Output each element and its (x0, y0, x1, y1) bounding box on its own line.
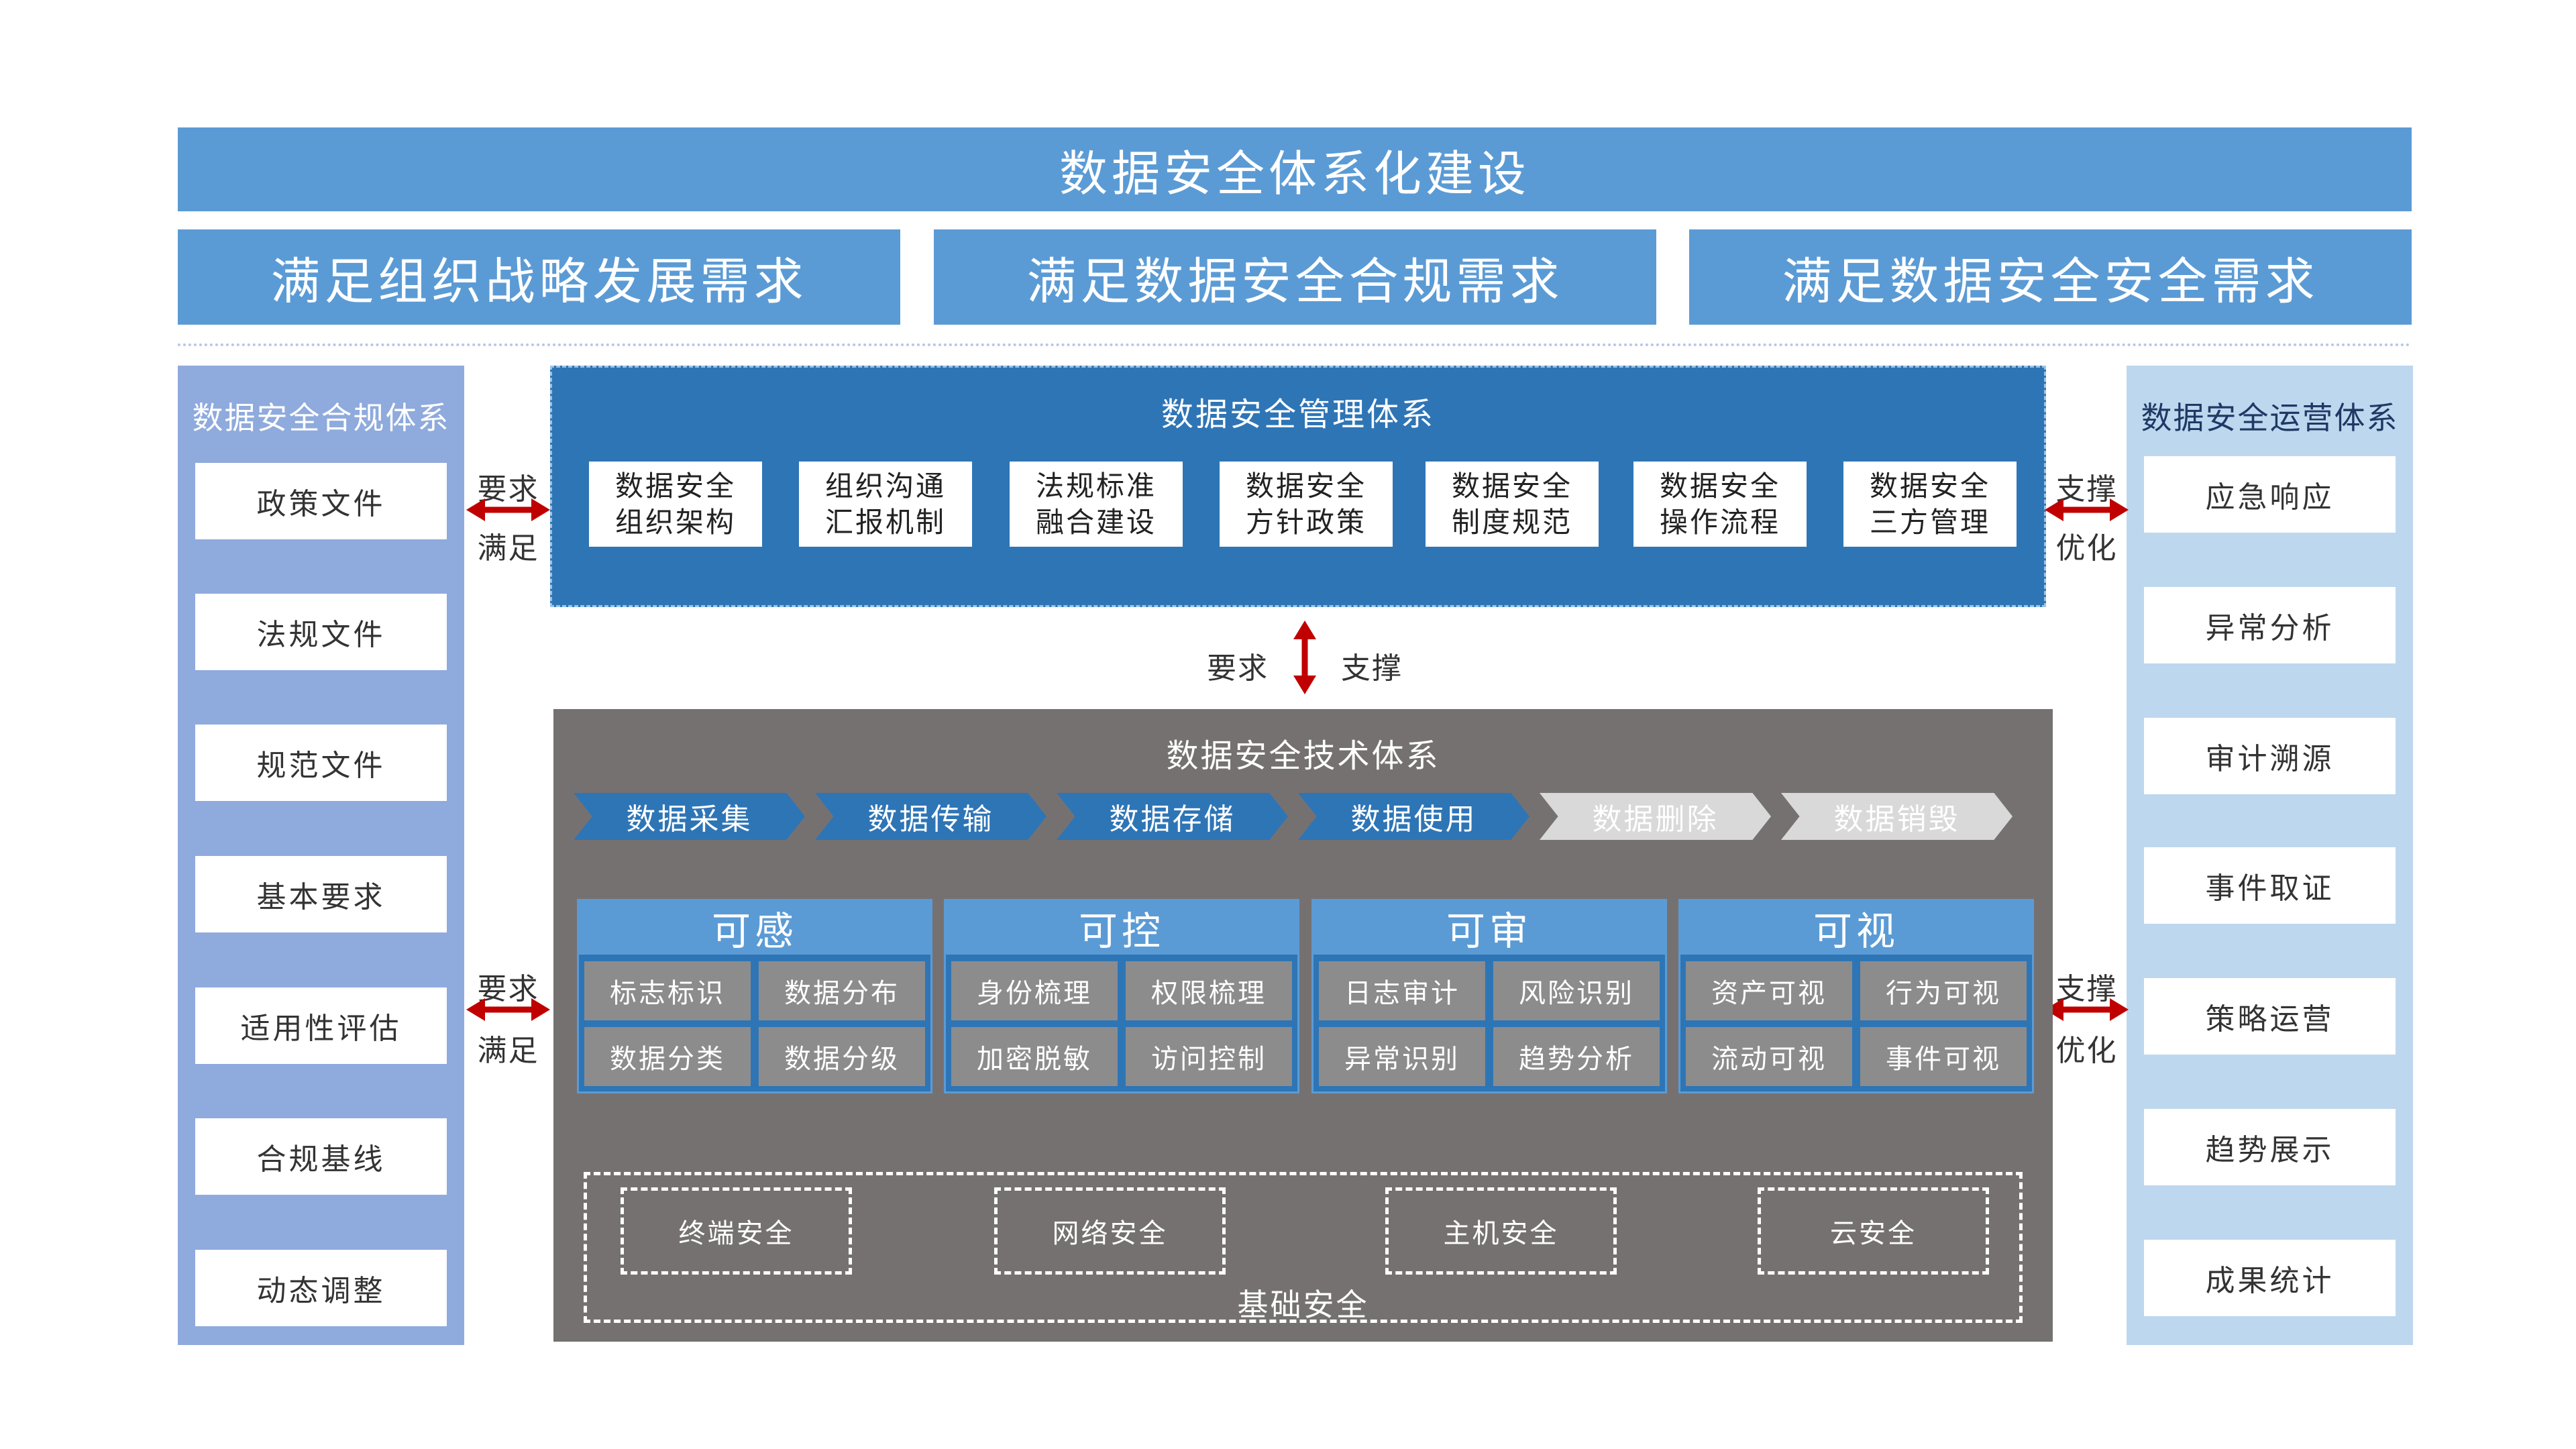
section-divider (178, 343, 2412, 346)
connector-label-satisfy: 满足 (477, 531, 539, 566)
compliance-item: 合规基线 (195, 1118, 447, 1195)
management-item-line: 数据安全 (1451, 469, 1572, 502)
requirement-security: 满足数据安全安全需求 (1689, 229, 2412, 325)
connector-label-require: 要求 (477, 972, 539, 1006)
double-arrow-icon (466, 998, 550, 1021)
double-arrow-icon (2045, 998, 2129, 1021)
capability-item: 异常识别 (1319, 1027, 1485, 1086)
capability-item: 加密脱敏 (951, 1027, 1118, 1086)
capability-item: 日志审计 (1319, 961, 1485, 1020)
lifecycle-step: 数据采集 (574, 793, 805, 840)
management-item: 数据安全 方针政策 (1220, 462, 1393, 547)
double-arrow-icon (466, 498, 550, 521)
lifecycle-step: 数据销毁 (1781, 793, 2012, 840)
requirement-strategy: 满足组织战略发展需求 (178, 229, 900, 325)
foundation-security: 终端安全 网络安全 主机安全 云安全 基础安全 (584, 1172, 2023, 1323)
management-item-line: 操作流程 (1659, 505, 1780, 539)
connector-label-support: 支撑 (2055, 472, 2118, 506)
connector-label-support: 支撑 (1341, 651, 1403, 686)
capability-item: 数据分布 (759, 961, 925, 1020)
capability-group: 可控 身份梳理 权限梳理 加密脱敏 访问控制 (944, 899, 1299, 1093)
requirement-compliance: 满足数据安全合规需求 (934, 229, 1656, 325)
management-item-line: 数据安全 (1245, 469, 1366, 502)
capability-item: 标志标识 (584, 961, 751, 1020)
capability-item: 风险识别 (1493, 961, 1660, 1020)
operations-item: 异常分析 (2144, 587, 2396, 663)
connector-label-satisfy: 满足 (477, 1034, 539, 1068)
operations-item: 策略运营 (2144, 978, 2396, 1055)
compliance-item: 政策文件 (195, 463, 447, 539)
management-system: 数据安全管理体系 数据安全 组织架构 组织沟通 汇报机制 法规标准 融合建设 数… (550, 366, 2046, 607)
compliance-panel: 数据安全合规体系 政策文件 法规文件 规范文件 基本要求 适用性评估 合规基线 … (178, 366, 464, 1345)
management-item: 数据安全 组织架构 (589, 462, 762, 547)
operations-item: 成果统计 (2144, 1240, 2396, 1316)
compliance-item: 动态调整 (195, 1250, 447, 1326)
connector-label-optimize: 优化 (2055, 1034, 2118, 1068)
management-item-line: 三方管理 (1869, 505, 1990, 539)
lifecycle-step: 数据存储 (1057, 793, 1288, 840)
management-item: 数据安全 制度规范 (1426, 462, 1599, 547)
management-item-line: 汇报机制 (824, 505, 946, 539)
capability-item: 数据分类 (584, 1027, 751, 1086)
lifecycle-step: 数据删除 (1540, 793, 1771, 840)
management-item-line: 数据安全 (1869, 469, 1990, 502)
foundation-item: 终端安全 (621, 1187, 852, 1275)
compliance-item: 规范文件 (195, 724, 447, 801)
connector-label-require: 要求 (477, 472, 539, 506)
technology-system: 数据安全技术体系 数据采集 数据传输 数据存储 数据使用 数据删除 数据销毁 可… (553, 709, 2053, 1342)
operations-item: 应急响应 (2144, 456, 2396, 533)
capability-item: 流动可视 (1686, 1027, 1852, 1086)
technology-title: 数据安全技术体系 (1166, 737, 1440, 775)
vertical-double-arrow-icon (1293, 621, 1316, 694)
compliance-title: 数据安全合规体系 (192, 400, 450, 436)
management-item: 数据安全 三方管理 (1843, 462, 2017, 547)
management-item-line: 组织架构 (614, 505, 736, 539)
management-item-line: 数据安全 (1659, 469, 1780, 502)
capability-item: 资产可视 (1686, 961, 1852, 1020)
capability-group-title: 可视 (1680, 901, 2032, 955)
management-item-line: 融合建设 (1035, 505, 1157, 539)
lifecycle-step: 数据传输 (815, 793, 1046, 840)
capability-item: 访问控制 (1126, 1027, 1292, 1086)
connector-label-optimize: 优化 (2055, 531, 2118, 566)
management-title: 数据安全管理体系 (1161, 396, 1435, 433)
capability-group: 可感 标志标识 数据分布 数据分类 数据分级 (577, 899, 932, 1093)
foundation-item: 云安全 (1758, 1187, 1989, 1275)
management-item-line: 法规标准 (1035, 469, 1157, 502)
connector-label-require: 要求 (1207, 651, 1269, 686)
capability-group-title: 可控 (946, 901, 1297, 955)
lifecycle-step: 数据使用 (1298, 793, 1529, 840)
capability-item: 趋势分析 (1493, 1027, 1660, 1086)
compliance-item: 法规文件 (195, 594, 447, 670)
operations-item: 审计溯源 (2144, 718, 2396, 794)
compliance-item: 基本要求 (195, 856, 447, 932)
management-item-line: 制度规范 (1451, 505, 1572, 539)
capability-item: 身份梳理 (951, 961, 1118, 1020)
management-item-line: 组织沟通 (824, 469, 946, 502)
foundation-label: 基础安全 (1237, 1287, 1369, 1323)
capability-group-title: 可审 (1313, 901, 1665, 955)
capability-group-title: 可感 (579, 901, 930, 955)
compliance-item: 适用性评估 (195, 987, 447, 1064)
capability-item: 权限梳理 (1126, 961, 1292, 1020)
management-item-line: 数据安全 (614, 469, 736, 502)
capability-group: 可视 资产可视 行为可视 流动可视 事件可视 (1678, 899, 2034, 1093)
double-arrow-icon (2045, 498, 2129, 521)
management-item: 法规标准 融合建设 (1010, 462, 1183, 547)
foundation-item: 主机安全 (1385, 1187, 1617, 1275)
management-item: 数据安全 操作流程 (1633, 462, 1807, 547)
capability-item: 事件可视 (1860, 1027, 2027, 1086)
operations-item: 趋势展示 (2144, 1109, 2396, 1185)
operations-title: 数据安全运营体系 (2141, 400, 2399, 436)
management-item-line: 方针政策 (1245, 505, 1366, 539)
diagram-title: 数据安全体系化建设 (178, 127, 2412, 211)
operations-item: 事件取证 (2144, 847, 2396, 924)
capability-item: 数据分级 (759, 1027, 925, 1086)
management-item: 组织沟通 汇报机制 (799, 462, 972, 547)
capability-group: 可审 日志审计 风险识别 异常识别 趋势分析 (1311, 899, 1667, 1093)
connector-label-support: 支撑 (2055, 972, 2118, 1006)
foundation-item: 网络安全 (994, 1187, 1226, 1275)
capability-item: 行为可视 (1860, 961, 2027, 1020)
operations-panel: 数据安全运营体系 应急响应 异常分析 审计溯源 事件取证 策略运营 趋势展示 成… (2127, 366, 2413, 1345)
